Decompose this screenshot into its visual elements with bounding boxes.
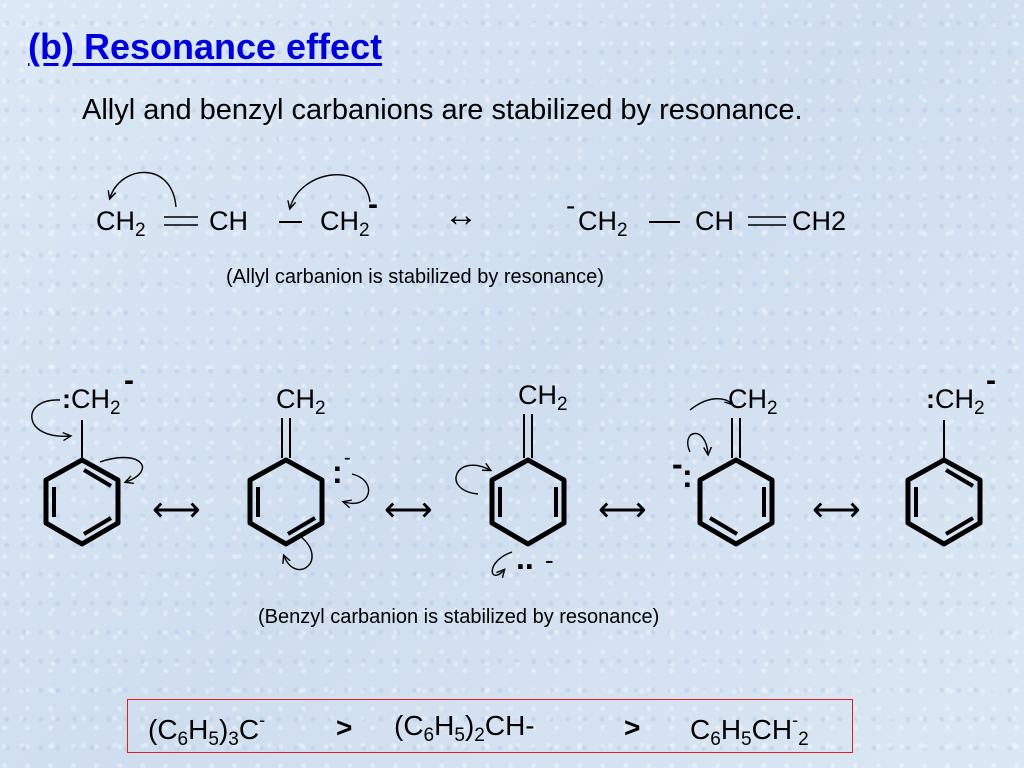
benzyl-3-charge: - <box>545 545 554 575</box>
allyl-left-ch: CH <box>209 206 248 236</box>
allyl-curved-arrows <box>110 171 371 208</box>
ranking-gt-2: > <box>624 712 641 743</box>
allyl-caption: (Allyl carbanion is stabilized by resona… <box>226 266 604 288</box>
benzyl-ring-2 <box>247 418 370 571</box>
allyl-left-ch2a: CH2 <box>96 206 146 241</box>
benzyl-ring-1 <box>31 399 144 547</box>
benzyl-ring-4 <box>687 399 775 547</box>
benzyl-2-charge: - <box>344 447 351 469</box>
benzyl-caption: (Benzyl carbanion is stabilized by reson… <box>258 606 660 628</box>
benzyl-5-label: :CH2 <box>926 384 985 419</box>
allyl-right-charge: - <box>566 190 576 221</box>
benzyl-1-charge: - <box>124 364 134 397</box>
benzyl-4-charge: - <box>672 446 683 482</box>
benzyl-arrow-2: ⟷ <box>384 491 433 529</box>
benzyl-arrow-3: ⟷ <box>598 491 647 529</box>
benzyl-arrow-1: ⟷ <box>152 491 201 529</box>
ranking-diphenylmethyl: (C6H5)2CH- <box>394 710 535 746</box>
intro-text: Allyl and benzyl carbanions are stabiliz… <box>82 94 803 126</box>
benzyl-2-lone-pair: : <box>332 454 343 490</box>
allyl-curved-arrow-2 <box>290 174 371 208</box>
allyl-right-ch2: CH2 <box>578 206 628 241</box>
benzyl-ring-5 <box>905 420 983 547</box>
benzyl-ring-3 <box>455 414 567 575</box>
ranking-benzyl: C6H5CH-2 <box>690 710 809 750</box>
allyl-left-charge: - <box>368 188 378 221</box>
benzyl-2-label: CH2 <box>276 384 326 419</box>
allyl-left-ch2b: CH2 <box>320 206 370 241</box>
benzyl-3-lone-pair: .. <box>516 540 534 576</box>
ranking-triphenylmethyl: (C6H5)3C- <box>148 710 266 750</box>
stability-ranking-box: (C6H5)3C- > (C6H5)2CH- > C6H5CH-2 <box>127 699 853 753</box>
benzyl-1-label: :CH2 <box>62 384 121 419</box>
allyl-bonds <box>164 216 786 226</box>
benzyl-4-label: CH2 <box>728 384 778 419</box>
allyl-curved-arrow-1 <box>110 171 177 208</box>
benzyl-5-charge: - <box>986 364 996 397</box>
allyl-right-ch: CH <box>695 206 734 236</box>
benzyl-arrow-4: ⟷ <box>812 491 861 529</box>
benzyl-3-label: CH2 <box>518 380 568 415</box>
allyl-right-ch2-end: CH2 <box>792 206 847 236</box>
allyl-resonance-arrow: ↔ <box>444 196 478 234</box>
benzyl-4-lone-pair: : <box>682 458 693 494</box>
ranking-gt-1: > <box>336 712 353 743</box>
slide-title: (b) Resonance effect <box>28 26 383 67</box>
